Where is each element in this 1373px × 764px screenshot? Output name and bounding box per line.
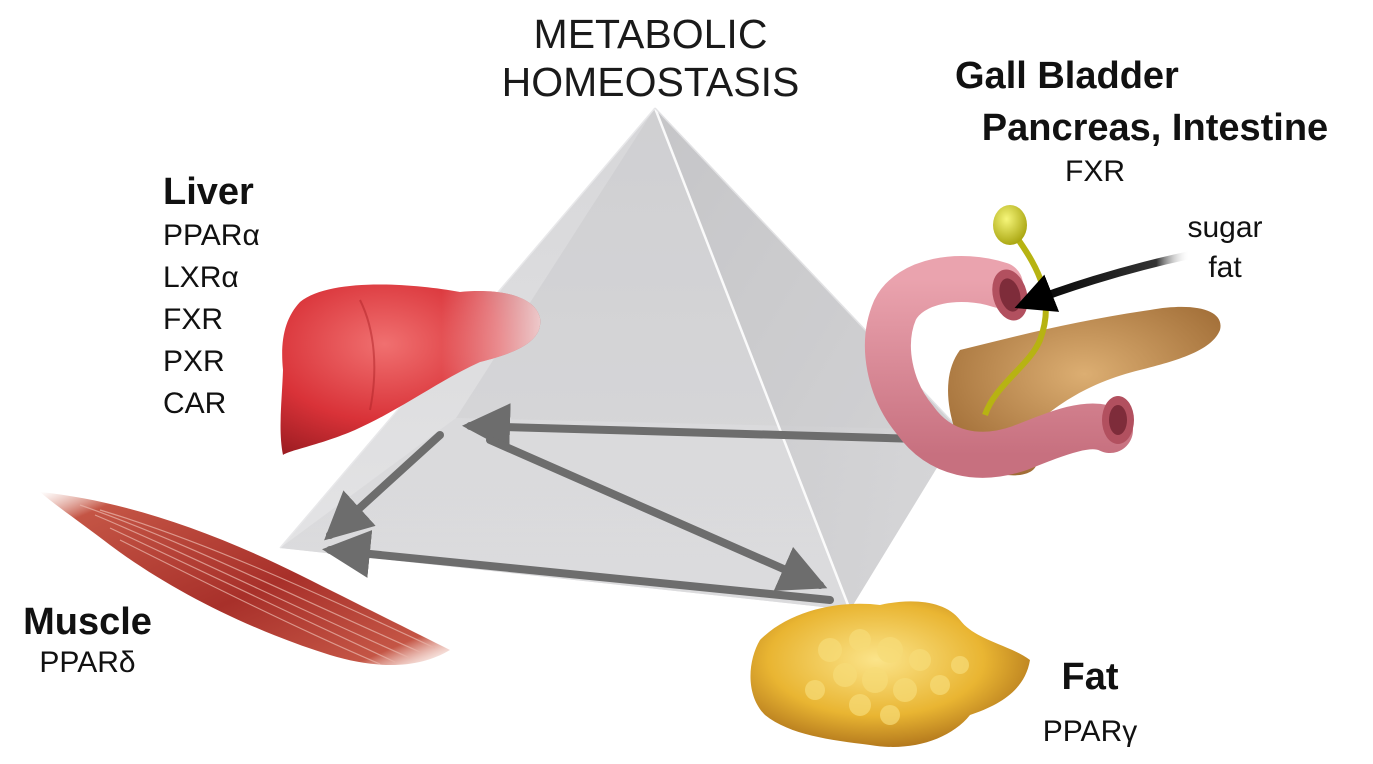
muscle-receptor: PPARδ — [10, 645, 165, 680]
diagram-title: METABOLIC HOMEOSTASIS — [488, 10, 813, 107]
liver-receptor-5: CAR — [163, 383, 260, 425]
intake-line-2: fat — [1170, 248, 1280, 288]
liver-receptor-2: LXRα — [163, 257, 260, 299]
gallbladder-receptor: FXR — [945, 154, 1365, 189]
gallbladder-name-line-2: Pancreas, Intestine — [945, 102, 1365, 154]
liver-receptor-4: PXR — [163, 341, 260, 383]
intake-line-1: sugar — [1170, 208, 1280, 248]
gallbladder-label: Gall Bladder Pancreas, Intestine FXR — [945, 50, 1365, 189]
fat-name: Fat — [1030, 655, 1150, 700]
liver-name: Liver — [163, 170, 260, 215]
muscle-label: Muscle PPARδ — [10, 600, 165, 680]
intake-arrow — [1022, 255, 1190, 305]
liver-receptor-3: FXR — [163, 299, 260, 341]
fat-receptor: PPARγ — [1030, 714, 1150, 749]
liver-receptor-1: PPARα — [163, 215, 260, 257]
intake-label: sugar fat — [1170, 208, 1280, 288]
gallbladder-name-line-1: Gall Bladder — [945, 50, 1365, 102]
liver-label: Liver PPARα LXRα FXR PXR CAR — [163, 170, 260, 425]
title-line-1: METABOLIC — [488, 10, 813, 58]
fat-label: Fat PPARγ — [1030, 655, 1150, 749]
title-line-2: HOMEOSTASIS — [488, 58, 813, 106]
fat-illustration — [750, 601, 1030, 747]
muscle-name: Muscle — [10, 600, 165, 645]
